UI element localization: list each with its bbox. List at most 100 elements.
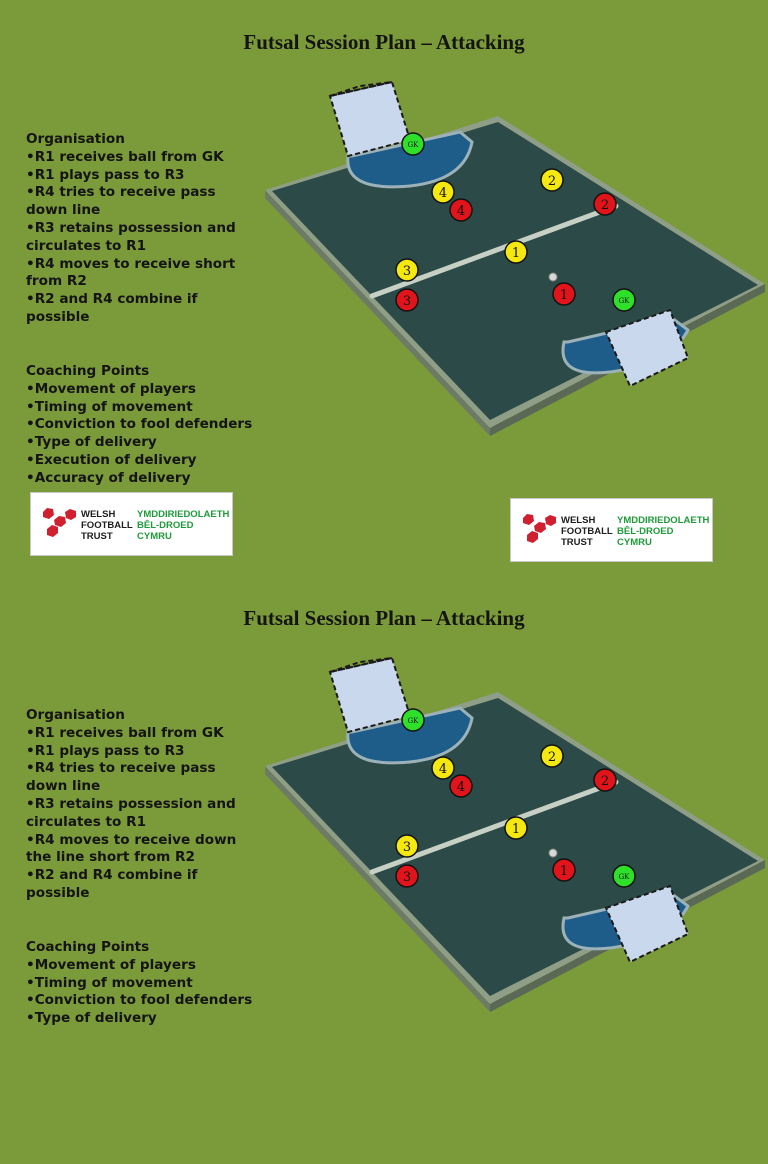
organisation-item: possible bbox=[26, 308, 90, 325]
player-label: 1 bbox=[560, 864, 568, 879]
logo-english-text: WELSH FOOTBALL TRUST bbox=[81, 509, 133, 542]
red-player: 3 bbox=[395, 288, 419, 312]
coaching-points-section: Coaching Points •Movement of players •Ti… bbox=[26, 363, 252, 488]
goalkeeper: GK bbox=[612, 864, 636, 888]
player-marker bbox=[401, 132, 425, 156]
player-marker bbox=[395, 864, 419, 888]
slide-2: Futsal Session Plan – Attacking Organisa… bbox=[0, 576, 768, 1164]
player-label: GK bbox=[619, 297, 631, 305]
ball-icon bbox=[548, 272, 558, 282]
organisation-item: possible bbox=[26, 884, 90, 901]
player-marker bbox=[552, 858, 576, 882]
organisation-item: •R4 tries to receive pass bbox=[26, 760, 216, 777]
ball-icon bbox=[548, 848, 558, 858]
goal-area-top bbox=[346, 706, 474, 765]
yellow-player: 2 bbox=[540, 744, 564, 768]
player-label: 3 bbox=[403, 264, 411, 279]
red-player: 4 bbox=[449, 198, 473, 222]
coaching-point-item: •Conviction to fool defenders bbox=[26, 992, 253, 1009]
organisation-item: •R4 moves to receive down bbox=[26, 831, 237, 848]
player-marker bbox=[612, 288, 636, 312]
organisation-section: Organisation •R1 receives ball from GK •… bbox=[26, 707, 236, 903]
player-label: 4 bbox=[457, 780, 465, 795]
organisation-item: down line bbox=[26, 778, 101, 795]
player-label: 2 bbox=[601, 774, 609, 789]
red-player: 2 bbox=[593, 768, 617, 792]
hexagon-logo-mark bbox=[43, 508, 76, 537]
player-label: 1 bbox=[512, 822, 520, 837]
yellow-player: 2 bbox=[540, 168, 564, 192]
logo-text-line: YMDDIRIEDOLAETH bbox=[617, 515, 710, 526]
player-marker bbox=[395, 834, 419, 858]
welsh-football-trust-logo: WELSH FOOTBALL TRUST YMDDIRIEDOLAETH BÊL… bbox=[30, 492, 233, 556]
goal-bottom bbox=[604, 884, 690, 964]
coaching-point-item: •Movement of players bbox=[26, 380, 196, 397]
goal-bottom bbox=[604, 308, 690, 388]
logo-text-line: TRUST bbox=[81, 531, 113, 542]
player-label: 3 bbox=[403, 294, 411, 309]
organisation-item: down line bbox=[26, 202, 101, 219]
organisation-item: •R1 plays pass to R3 bbox=[26, 742, 185, 759]
halfway-line bbox=[369, 779, 619, 875]
player-label: 2 bbox=[548, 750, 556, 765]
logo-text-line: BÊL-DROED bbox=[137, 520, 194, 531]
player-marker bbox=[504, 816, 528, 840]
organisation-item: the line short from R2 bbox=[26, 849, 195, 866]
player-marker bbox=[540, 744, 564, 768]
organisation-item: •R4 tries to receive pass bbox=[26, 184, 216, 201]
organisation-item: •R3 retains possession and bbox=[26, 795, 236, 812]
welsh-football-trust-logo: WELSH FOOTBALL TRUST YMDDIRIEDOLAETH BÊL… bbox=[510, 498, 713, 562]
coaching-point-item: •Accuracy of delivery bbox=[26, 469, 191, 486]
logo-text-line: WELSH bbox=[561, 515, 596, 526]
player-marker bbox=[612, 864, 636, 888]
yellow-player: 1 bbox=[504, 816, 528, 840]
organisation-item: circulates to R1 bbox=[26, 237, 147, 254]
logo-text-line: CYMRU bbox=[617, 537, 652, 548]
goal-area-top bbox=[346, 130, 474, 189]
red-player: 2 bbox=[593, 192, 617, 216]
slide-1: Futsal Session Plan – Attacking Organisa… bbox=[26, 30, 765, 562]
coaching-points-section: Coaching Points •Movement of players •Ti… bbox=[26, 939, 252, 1028]
player-label: GK bbox=[619, 873, 631, 881]
player-label: 3 bbox=[403, 840, 411, 855]
player-label: 1 bbox=[560, 288, 568, 303]
coaching-point-item: •Movement of players bbox=[26, 956, 196, 973]
red-player: 3 bbox=[395, 864, 419, 888]
organisation-item: •R1 receives ball from GK bbox=[26, 724, 224, 741]
pitch-side bbox=[265, 190, 490, 436]
logo-welsh-text: YMDDIRIEDOLAETH BÊL-DROED CYMRU bbox=[617, 515, 709, 548]
logo-text-line: FOOTBALL bbox=[561, 526, 613, 537]
player-marker bbox=[401, 708, 425, 732]
organisation-heading: Organisation bbox=[26, 131, 125, 147]
organisation-item: •R2 and R4 combine if bbox=[26, 291, 198, 308]
player-marker bbox=[431, 180, 455, 204]
player-label: 2 bbox=[601, 198, 609, 213]
player-marker bbox=[431, 756, 455, 780]
hexagon-logo-mark bbox=[523, 514, 556, 543]
organisation-item: •R2 and R4 combine if bbox=[26, 867, 198, 884]
organisation-item: •R1 receives ball from GK bbox=[26, 148, 224, 165]
player-marker bbox=[395, 258, 419, 282]
organisation-item: •R4 moves to receive short bbox=[26, 255, 236, 272]
player-marker bbox=[504, 240, 528, 264]
logo-text-line: BÊL-DROED bbox=[617, 526, 674, 537]
player-marker bbox=[449, 198, 473, 222]
coaching-points-heading: Coaching Points bbox=[26, 363, 150, 379]
coaching-point-item: •Timing of movement bbox=[26, 974, 193, 991]
logo-welsh-text: YMDDIRIEDOLAETH BÊL-DROED CYMRU bbox=[137, 509, 229, 542]
organisation-item: •R3 retains possession and bbox=[26, 219, 236, 236]
logo-english-text: WELSH FOOTBALL TRUST bbox=[561, 515, 613, 548]
logo-text-line: FOOTBALL bbox=[81, 520, 133, 531]
player-label: GK bbox=[408, 717, 420, 725]
yellow-player: 1 bbox=[504, 240, 528, 264]
player-marker bbox=[552, 282, 576, 306]
player-label: 4 bbox=[439, 762, 447, 777]
organisation-section: Organisation •R1 receives ball from GK •… bbox=[26, 131, 236, 327]
red-player: 1 bbox=[552, 858, 576, 882]
player-marker bbox=[395, 288, 419, 312]
goalkeeper: GK bbox=[401, 132, 425, 156]
organisation-item: circulates to R1 bbox=[26, 813, 147, 830]
logo-text-line: YMDDIRIEDOLAETH bbox=[137, 509, 230, 520]
coaching-point-item: •Timing of movement bbox=[26, 398, 193, 415]
